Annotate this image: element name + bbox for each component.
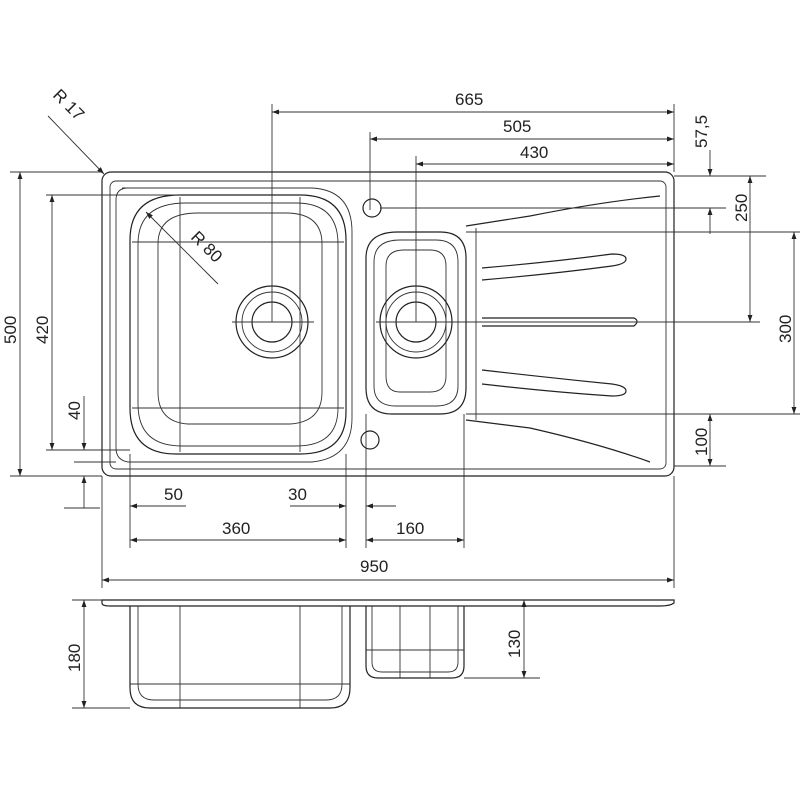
dim-360: 360 [222,519,250,538]
dim-100: 100 [692,428,711,456]
dim-160: 160 [396,519,424,538]
dim-180: 180 [65,644,84,672]
svg-text:R 80: R 80 [187,227,226,266]
dim-420: 420 [33,316,52,344]
svg-text:R 17: R 17 [49,85,88,124]
tap-hole [362,198,382,218]
sink-outer-rim [101,171,675,477]
top-dimensions: 665 505 430 [271,90,675,322]
dim-665: 665 [455,90,483,109]
dim-250: 250 [732,194,751,222]
dim-57-5: 57,5 [692,115,711,148]
left-dimensions: 500 420 40 [1,171,180,509]
dim-500: 500 [1,316,20,344]
dim-50: 50 [164,485,183,504]
dim-950: 950 [360,557,388,576]
dim-430: 430 [520,143,548,162]
radius-corner-dim: R 17 [47,85,105,175]
sink-inner-rim [109,180,667,470]
dim-30: 30 [288,485,307,504]
dim-300: 300 [776,315,795,343]
sink-deck-inner-outline [115,187,353,463]
dim-40: 40 [65,401,84,420]
overflow-hole [360,430,380,450]
main-bowl [129,194,347,455]
dim-130: 130 [505,630,524,658]
sink-side-view: 180 130 [65,599,675,709]
drainer-board [465,195,661,463]
bottom-dimensions: 50 30 360 160 950 [101,414,675,588]
sink-top-view [101,171,675,477]
right-dimensions: 57,5 250 300 100 [380,115,800,467]
dim-505: 505 [503,117,531,136]
